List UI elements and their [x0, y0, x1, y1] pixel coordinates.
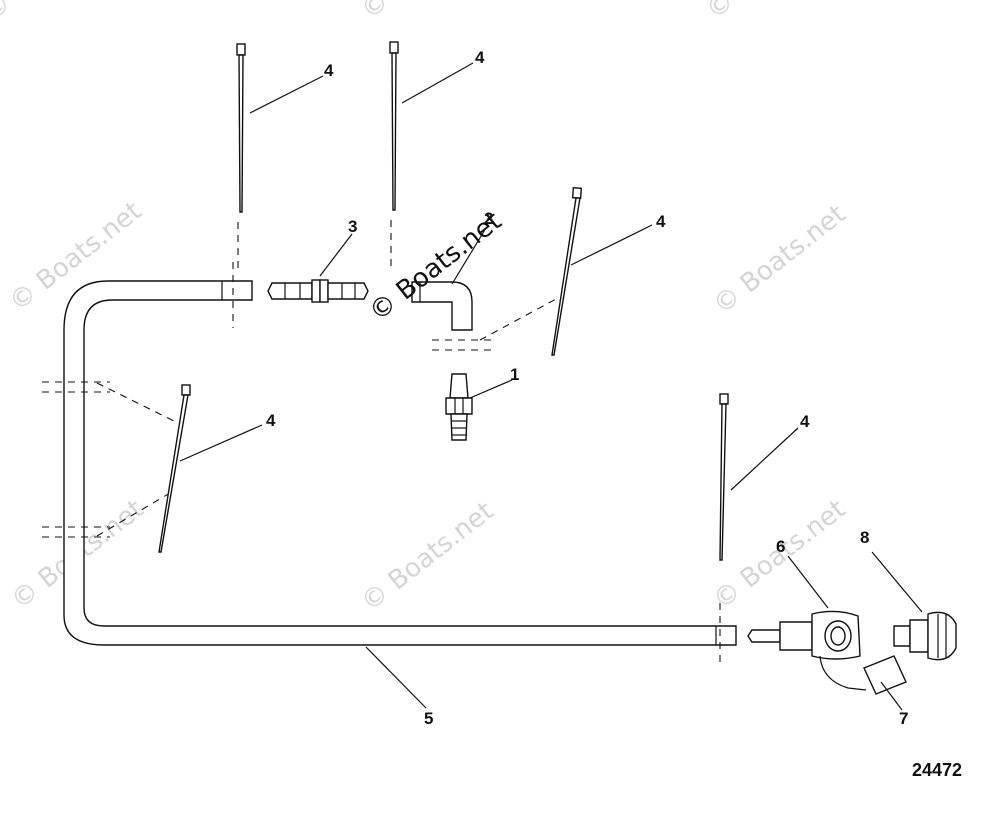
callout-7: 7: [899, 709, 908, 728]
elbow-fitting-part-2: [411, 281, 473, 331]
callout-3: 3: [348, 217, 357, 236]
watermark: © Boats.net: [356, 496, 499, 617]
callout-4: 4: [266, 411, 276, 430]
watermark: © Boats.net: [356, 0, 499, 26]
callout-1: 1: [510, 365, 519, 384]
straight-connector-part-3: [267, 279, 369, 303]
watermark: © Boats.net: [708, 199, 851, 320]
callout-2: 2: [484, 209, 493, 228]
cable-tie-4: [158, 384, 191, 553]
coupler-part-8: [893, 611, 957, 661]
clamp-alignment-lines: [42, 297, 559, 538]
drawing-number: 24472: [912, 760, 962, 780]
cable-tie-3: [551, 186, 583, 356]
watermarks: © Boats.net © Boats.net © Boats.net © Bo…: [0, 0, 851, 618]
leader-lines: [179, 62, 923, 711]
cable-tie-2: [389, 41, 399, 270]
callout-6: 6: [776, 537, 785, 556]
callout-4: 4: [656, 212, 666, 231]
cable-tie-5: [719, 393, 729, 561]
callout-4: 4: [800, 412, 810, 431]
watermark: © Boats.net: [0, 0, 121, 28]
cap-part-7: [863, 655, 907, 695]
quick-connector-part-6: [747, 610, 867, 691]
hose-part-5: [63, 262, 737, 668]
callout-4: 4: [475, 48, 485, 67]
watermark: © Boats.net: [701, 0, 844, 26]
callout-5: 5: [424, 709, 433, 728]
callout-8: 8: [860, 528, 869, 547]
callout-numbers: 4 4 4 4 4 3 2 1 5 6 8 7: [266, 48, 908, 728]
callout-4: 4: [324, 61, 334, 80]
watermark-center: © Boats.net: [364, 206, 507, 327]
cable-tie-1: [236, 43, 246, 270]
barb-fitting-part-1: [445, 373, 473, 441]
